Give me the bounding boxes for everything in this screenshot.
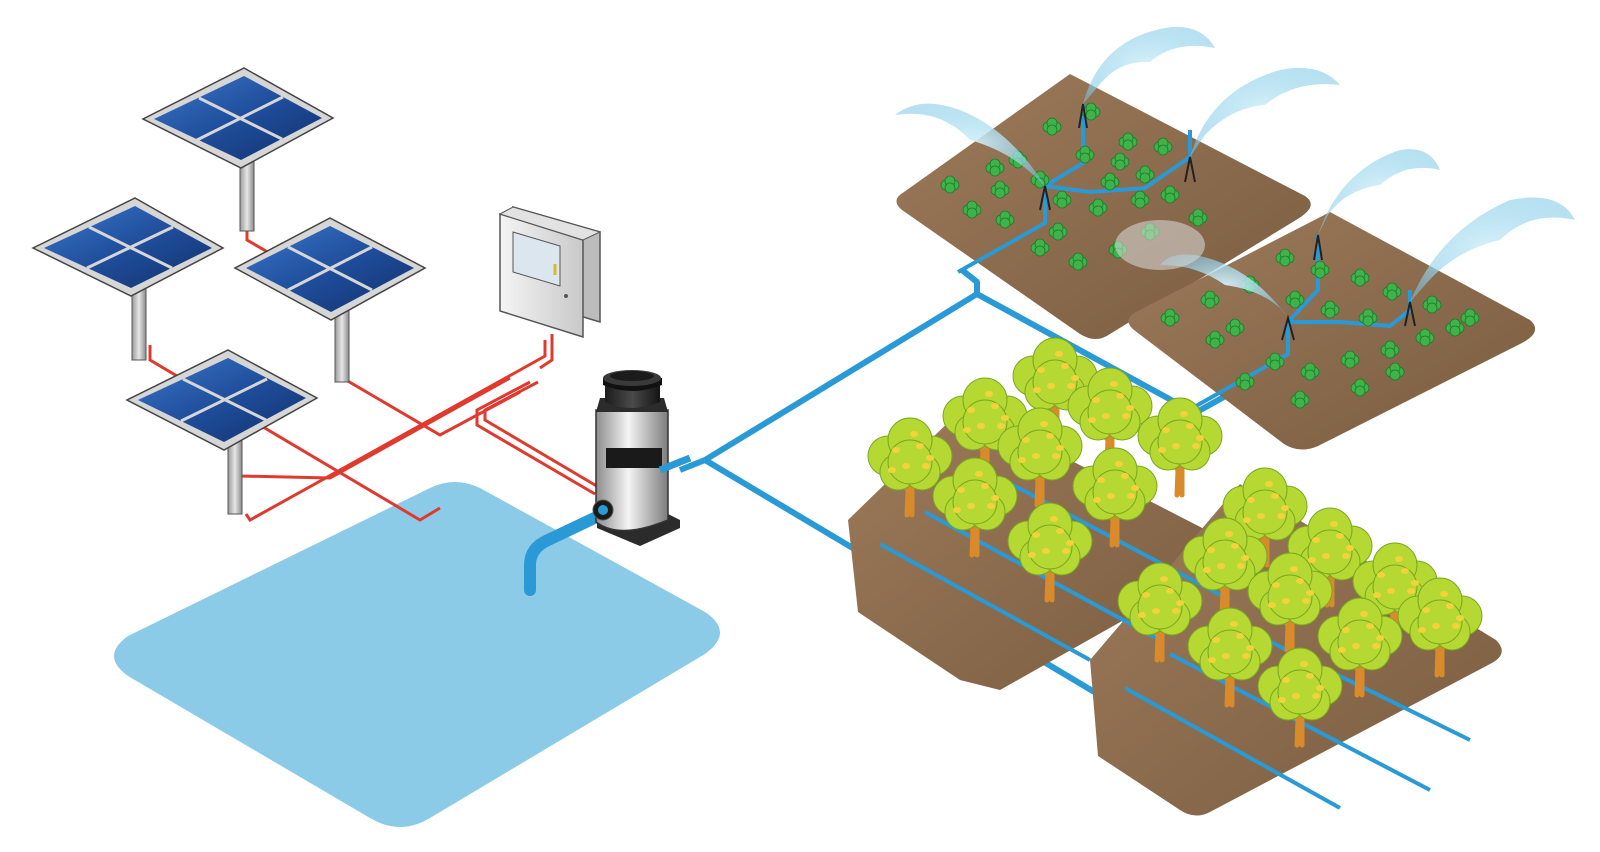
crop-plant — [1340, 350, 1360, 369]
crop-plant — [985, 158, 1005, 177]
crop-plant — [1415, 328, 1435, 347]
fruit-tree — [1187, 607, 1273, 708]
crop-plant — [1265, 352, 1285, 371]
crop-plant — [1048, 222, 1068, 241]
fruit-tree — [997, 407, 1083, 508]
crop-plant — [940, 175, 960, 194]
crop-plant — [1160, 308, 1180, 327]
crop-plant — [1350, 378, 1370, 397]
crop-plant — [1100, 172, 1120, 191]
crop-plant — [1118, 132, 1138, 151]
crop-plant — [1235, 372, 1255, 391]
crop-plant — [1153, 137, 1173, 156]
reservoir-pond — [114, 482, 720, 827]
fruit-tree — [1397, 577, 1483, 678]
crop-plant — [1445, 318, 1465, 337]
control-cabinet — [498, 206, 602, 339]
solar-panel-3 — [233, 217, 427, 383]
crop-plant — [1285, 290, 1305, 309]
crop-plant — [1290, 390, 1310, 409]
fruit-tree — [1067, 367, 1153, 468]
fruit-tree — [1247, 552, 1333, 653]
fruit-tree — [932, 457, 1018, 558]
crop-plant — [1358, 308, 1378, 327]
fruit-trees — [867, 337, 1483, 748]
fruit-tree — [1007, 502, 1093, 603]
crop-plant — [1130, 190, 1150, 209]
crop-plant — [1382, 282, 1402, 301]
fruit-tree — [1117, 562, 1203, 663]
fruit-tree — [867, 417, 953, 518]
crop-plant — [1075, 145, 1095, 164]
solar-panel-4 — [125, 349, 319, 515]
crop-plant — [1422, 295, 1442, 314]
fruit-tree — [1137, 397, 1223, 498]
fruit-tree — [1182, 517, 1268, 618]
crop-plant — [962, 200, 982, 219]
crop-plant — [1205, 330, 1225, 349]
crop-plant — [1320, 300, 1340, 319]
crop-plant — [1310, 260, 1330, 279]
fruit-tree — [1352, 542, 1438, 643]
crop-plant — [1110, 152, 1130, 171]
fruit-tree — [1072, 447, 1158, 548]
crop-plant — [1135, 165, 1155, 184]
fruit-tree — [1317, 597, 1403, 698]
crop-plant — [1385, 362, 1405, 381]
crop-plant — [1300, 362, 1320, 381]
water-pump — [592, 370, 692, 546]
crop-plant — [1088, 198, 1108, 217]
crop-plant — [1160, 185, 1180, 204]
solar-panel-2 — [31, 197, 225, 361]
crop-plant — [1188, 208, 1208, 227]
crop-plant — [1068, 252, 1088, 271]
intake-pipe — [524, 507, 611, 596]
solar-panel-1 — [141, 67, 335, 232]
crop-plant — [1380, 340, 1400, 359]
crop-plant — [1275, 248, 1295, 267]
water-spray — [895, 26, 1575, 318]
fruit-tree — [1222, 467, 1308, 568]
fruit-tree — [1257, 647, 1343, 748]
crop-plant — [1225, 318, 1245, 337]
crop-plant — [1042, 117, 1062, 136]
crop-plant — [1350, 268, 1370, 287]
crop-plant — [1052, 190, 1072, 209]
crop-plant — [995, 210, 1015, 229]
crop-plant — [1200, 290, 1220, 309]
crop-plant — [990, 180, 1010, 199]
crop-plants — [940, 102, 1480, 409]
crop-plant — [1030, 238, 1050, 257]
crop-plant — [1460, 308, 1480, 327]
